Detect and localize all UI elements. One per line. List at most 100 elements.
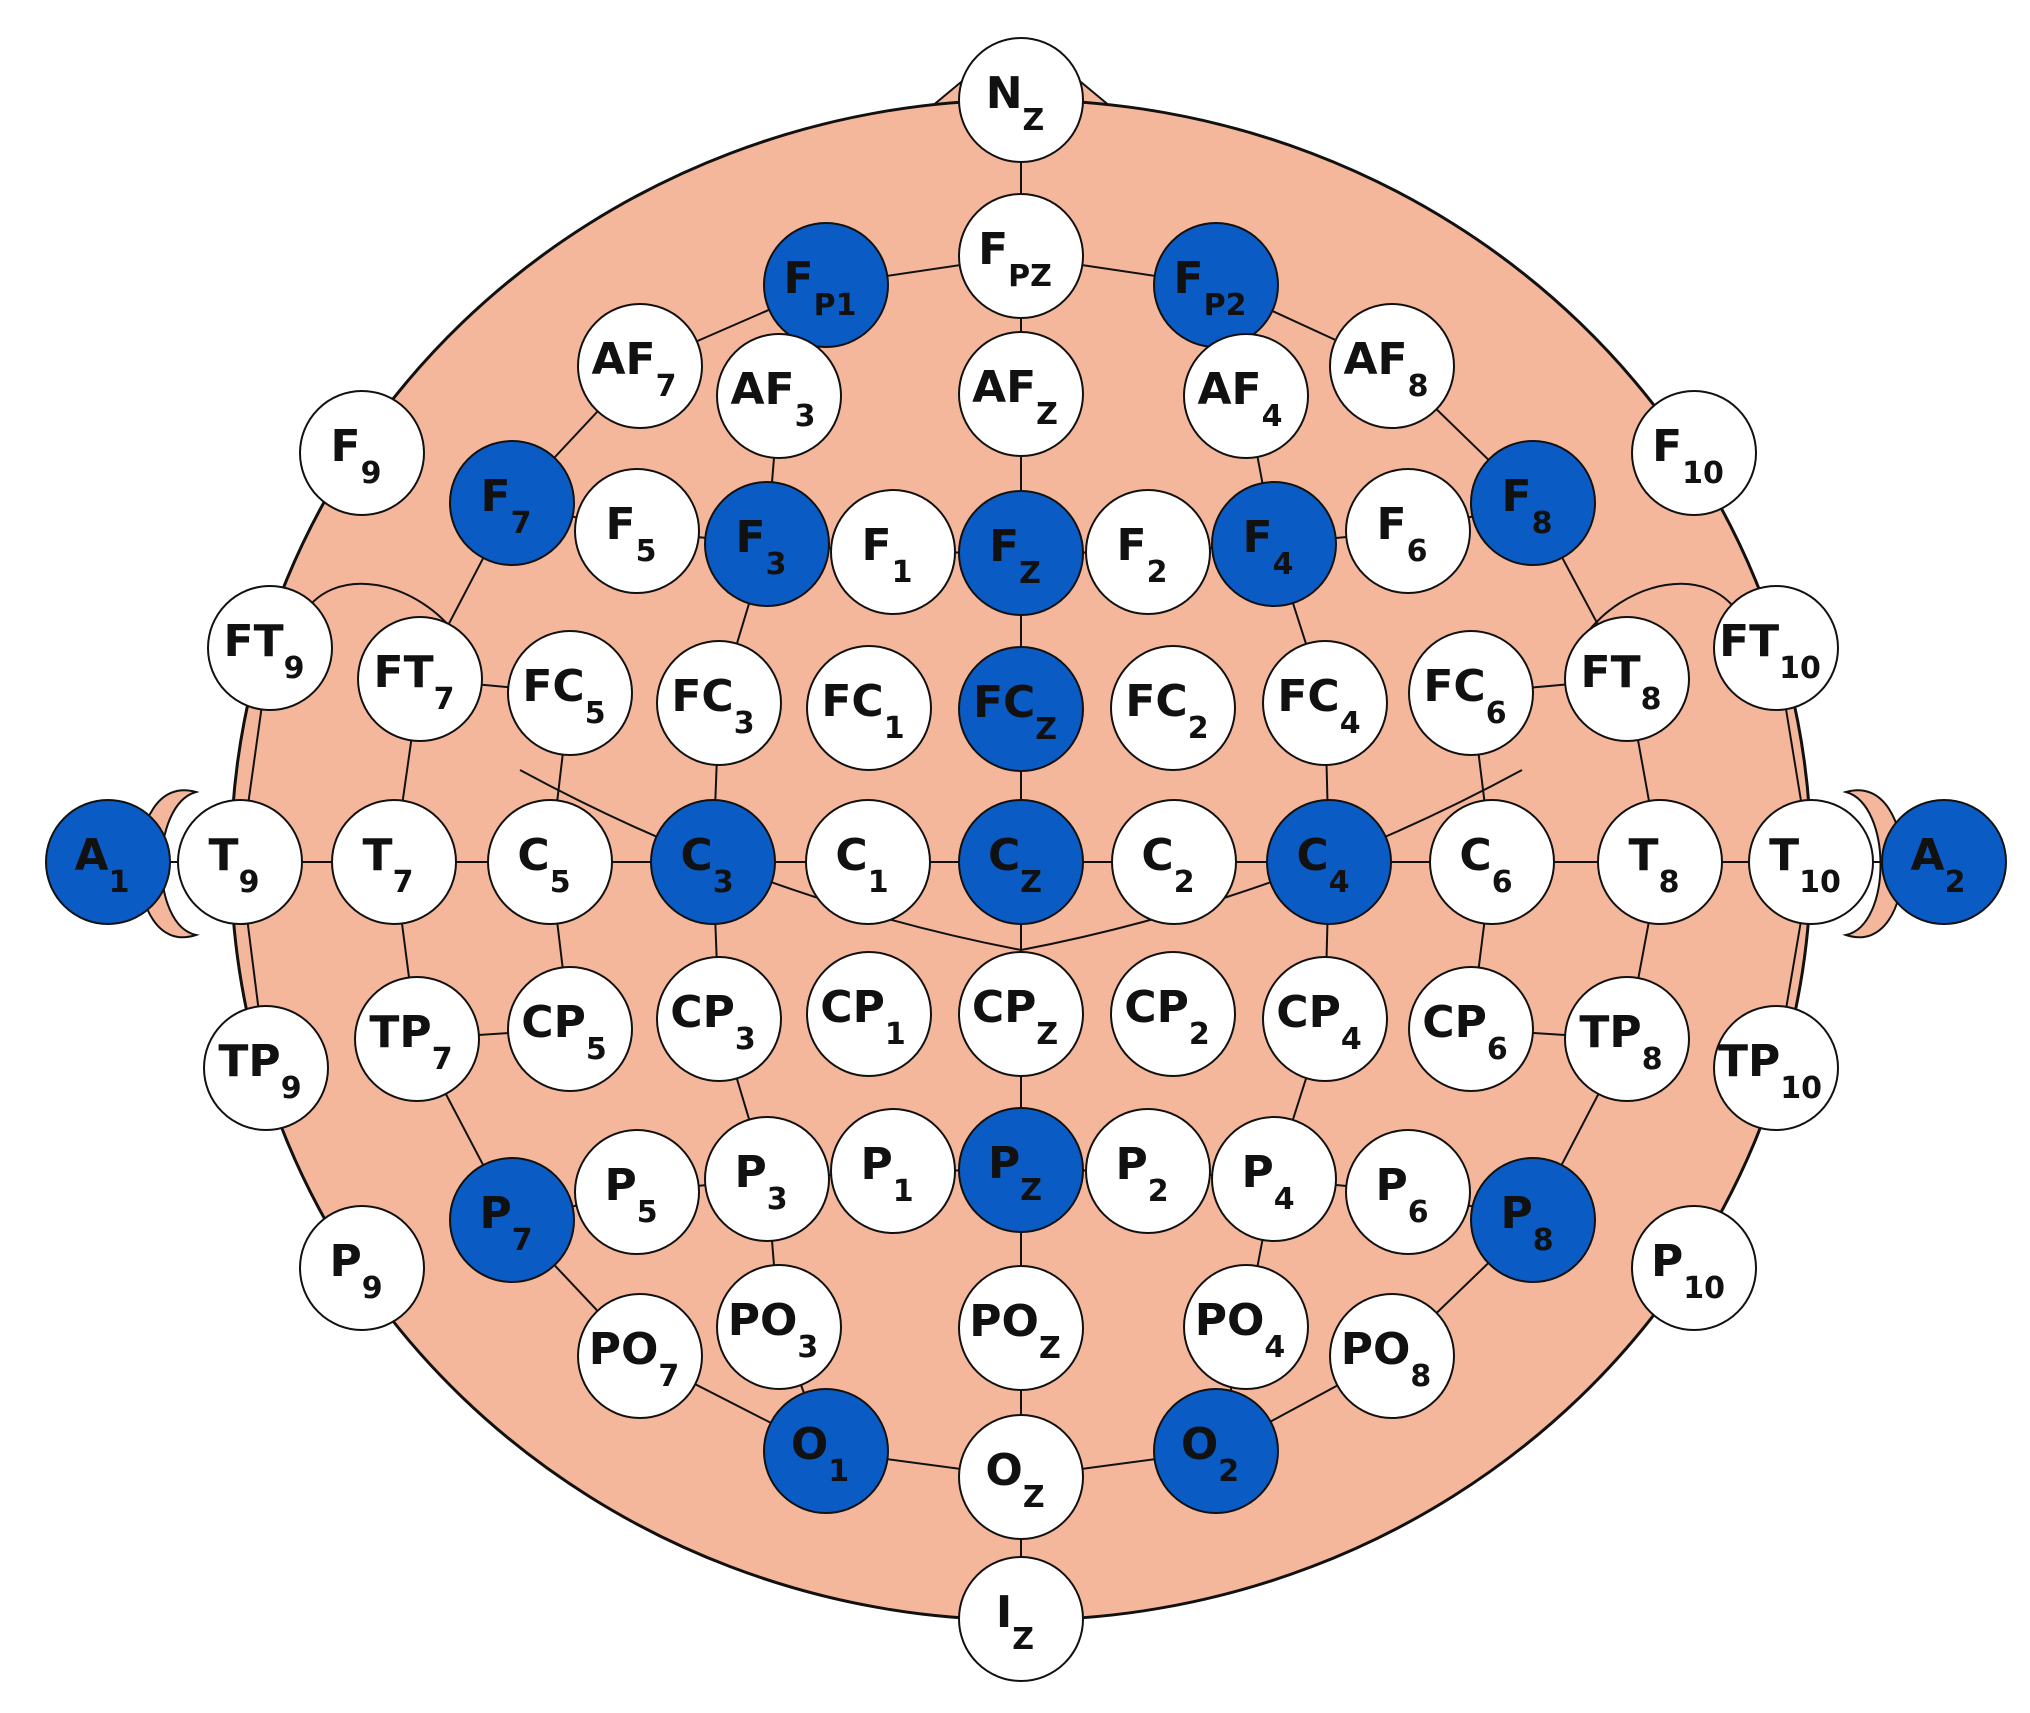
electrode-cp1[interactable]: CP1	[806, 951, 932, 1077]
electrode-label: PZ	[988, 1138, 1042, 1208]
electrode-poz[interactable]: POZ	[958, 1265, 1084, 1391]
electrode-nz[interactable]: NZ	[958, 37, 1084, 163]
electrode-cp5[interactable]: CP5	[507, 966, 633, 1092]
electrode-c5[interactable]: C5	[487, 799, 613, 925]
electrode-cp4[interactable]: CP4	[1262, 956, 1388, 1082]
electrode-label: FC1	[821, 676, 904, 746]
electrode-p7[interactable]: P7	[449, 1157, 575, 1283]
electrode-circle	[1713, 585, 1839, 711]
electrode-circle	[507, 630, 633, 756]
electrode-cz[interactable]: CZ	[958, 799, 1084, 925]
electrode-label: CP5	[521, 997, 606, 1067]
electrode-circle	[958, 1556, 1084, 1682]
electrode-a2[interactable]: A2	[1881, 799, 2007, 925]
electrode-cpz[interactable]: CPZ	[958, 951, 1084, 1077]
electrode-circle	[1183, 1264, 1309, 1390]
electrode-a1[interactable]: A1	[45, 799, 171, 925]
electrode-ft9[interactable]: FT9	[207, 585, 333, 711]
electrode-fp1[interactable]: FP1	[763, 222, 889, 348]
electrode-f5[interactable]: F5	[574, 468, 700, 594]
electrode-t10[interactable]: T10	[1748, 799, 1874, 925]
electrode-f10[interactable]: F10	[1631, 390, 1757, 516]
electrode-label: T10	[1769, 830, 1841, 900]
electrode-label: T9	[209, 830, 260, 900]
electrode-ft10[interactable]: FT10	[1713, 585, 1839, 711]
electrode-p4[interactable]: P4	[1211, 1116, 1337, 1242]
electrode-afz[interactable]: AFZ	[958, 331, 1084, 457]
electrode-c3[interactable]: C3	[650, 799, 776, 925]
electrode-f4[interactable]: F4	[1211, 481, 1337, 607]
electrode-f8[interactable]: F8	[1470, 440, 1596, 566]
electrode-af8[interactable]: AF8	[1329, 303, 1455, 429]
electrode-p8[interactable]: P8	[1470, 1157, 1596, 1283]
electrode-circle	[1345, 1129, 1471, 1255]
electrode-o2[interactable]: O2	[1153, 1388, 1279, 1514]
electrode-po8[interactable]: PO8	[1329, 1293, 1455, 1419]
electrode-p3[interactable]: P3	[704, 1116, 830, 1242]
electrode-fc3[interactable]: FC3	[656, 640, 782, 766]
electrode-po4[interactable]: PO4	[1183, 1264, 1309, 1390]
electrode-ft8[interactable]: FT8	[1564, 616, 1690, 742]
electrode-label: F6	[1377, 499, 1428, 569]
electrode-f6[interactable]: F6	[1345, 468, 1471, 594]
electrode-fc5[interactable]: FC5	[507, 630, 633, 756]
electrode-circle	[1211, 1116, 1337, 1242]
electrode-af4[interactable]: AF4	[1183, 333, 1309, 459]
electrode-tp7[interactable]: TP7	[354, 976, 480, 1102]
electrode-f7[interactable]: F7	[449, 440, 575, 566]
electrode-po7[interactable]: PO7	[577, 1293, 703, 1419]
electrode-fpz[interactable]: FPZ	[958, 193, 1084, 319]
electrode-label: TP7	[369, 1007, 452, 1077]
electrode-circle	[357, 616, 483, 742]
electrode-pz[interactable]: PZ	[958, 1107, 1084, 1233]
electrode-t8[interactable]: T8	[1597, 799, 1723, 925]
electrode-p2[interactable]: P2	[1085, 1108, 1211, 1234]
electrode-c1[interactable]: C1	[805, 799, 931, 925]
electrode-circle	[1262, 640, 1388, 766]
electrode-fz[interactable]: FZ	[958, 490, 1084, 616]
electrode-tp9[interactable]: TP9	[203, 1005, 329, 1131]
electrode-po3[interactable]: PO3	[716, 1264, 842, 1390]
electrode-c4[interactable]: C4	[1266, 799, 1392, 925]
electrode-label: TP10	[1718, 1036, 1822, 1106]
electrode-f9[interactable]: F9	[299, 390, 425, 516]
electrode-circle	[203, 1005, 329, 1131]
electrode-iz[interactable]: IZ	[958, 1556, 1084, 1682]
electrode-c6[interactable]: C6	[1429, 799, 1555, 925]
electrode-tp8[interactable]: TP8	[1564, 976, 1690, 1102]
electrode-f2[interactable]: F2	[1085, 489, 1211, 615]
electrode-t7[interactable]: T7	[331, 799, 457, 925]
electrode-t9[interactable]: T9	[177, 799, 303, 925]
electrode-fc4[interactable]: FC4	[1262, 640, 1388, 766]
electrode-fp2[interactable]: FP2	[1153, 222, 1279, 348]
electrode-circle	[806, 645, 932, 771]
electrode-label: P6	[1375, 1160, 1428, 1230]
electrode-p10[interactable]: P10	[1631, 1205, 1757, 1331]
electrode-p1[interactable]: P1	[830, 1108, 956, 1234]
electrode-cp2[interactable]: CP2	[1110, 951, 1236, 1077]
electrode-f1[interactable]: F1	[830, 489, 956, 615]
electrode-fc2[interactable]: FC2	[1110, 645, 1236, 771]
electrode-c2[interactable]: C2	[1111, 799, 1237, 925]
electrode-circle	[958, 799, 1084, 925]
electrode-p6[interactable]: P6	[1345, 1129, 1471, 1255]
electrode-fc6[interactable]: FC6	[1408, 630, 1534, 756]
electrode-ft7[interactable]: FT7	[357, 616, 483, 742]
electrode-fcz[interactable]: FCZ	[958, 646, 1084, 772]
electrode-label: CPZ	[972, 982, 1058, 1052]
electrode-af7[interactable]: AF7	[577, 303, 703, 429]
electrode-cp6[interactable]: CP6	[1408, 966, 1534, 1092]
electrode-af3[interactable]: AF3	[716, 333, 842, 459]
electrode-f3[interactable]: F3	[704, 481, 830, 607]
electrode-p9[interactable]: P9	[299, 1205, 425, 1331]
electrode-o1[interactable]: O1	[763, 1388, 889, 1514]
electrode-fc1[interactable]: FC1	[806, 645, 932, 771]
electrode-oz[interactable]: OZ	[958, 1414, 1084, 1540]
electrode-circle	[958, 1414, 1084, 1540]
electrode-circle	[1110, 951, 1236, 1077]
electrode-p5[interactable]: P5	[574, 1129, 700, 1255]
electrode-tp10[interactable]: TP10	[1713, 1005, 1839, 1131]
electrode-cp3[interactable]: CP3	[656, 956, 782, 1082]
